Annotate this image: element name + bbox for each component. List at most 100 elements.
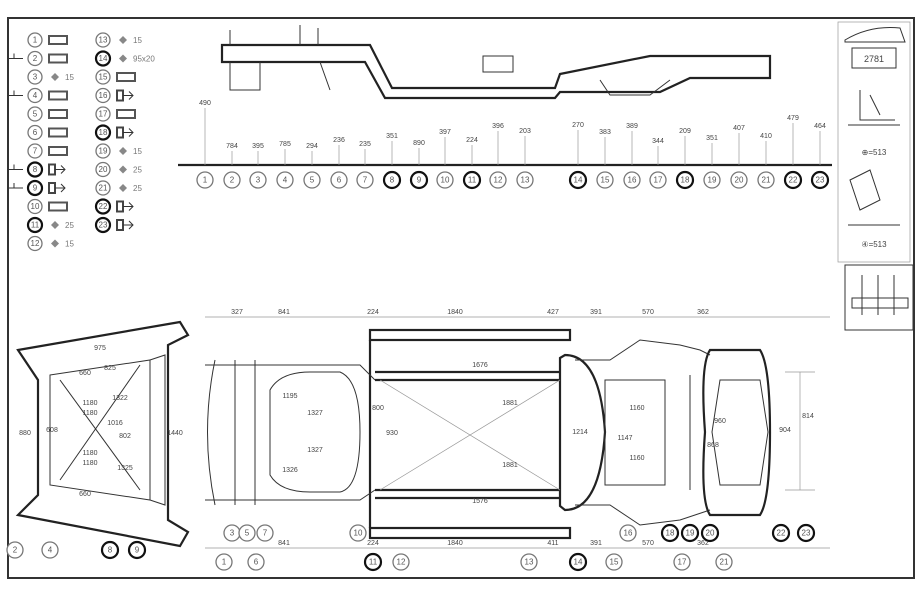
rear-dimension: 825 (104, 365, 116, 372)
rear-dimension: 1322 (112, 395, 128, 402)
marker-circle (27, 87, 43, 104)
marker-circle (27, 235, 43, 252)
marker-number: 6 (337, 176, 342, 185)
point-marker-6: 6 (247, 553, 265, 571)
nut-icon (116, 219, 124, 231)
marker-number: 16 (624, 529, 633, 538)
marker-number: 18 (681, 176, 690, 185)
marker-circle (27, 198, 43, 215)
marker-circle (810, 170, 830, 190)
marker-number: 20 (735, 176, 744, 185)
marker-number: 13 (521, 176, 530, 185)
bolt-icon (48, 53, 68, 64)
point-marker-3: 3 (27, 69, 43, 85)
point-marker-14: 14 (94, 50, 112, 67)
marker-circle (730, 171, 748, 189)
marker-number: 11 (31, 221, 40, 230)
marker-number: 2 (230, 176, 235, 185)
marker-number: 2 (33, 54, 38, 63)
legend-item-4: 4 (7, 87, 68, 104)
height-dimension: 224 (466, 137, 478, 144)
rear-dimension: 802 (119, 433, 131, 440)
marker-number: 17 (678, 558, 687, 567)
point-marker-19: 19 (703, 171, 721, 189)
rear-dimension: 1180 (82, 460, 97, 467)
marker-circle (26, 179, 44, 197)
ground-symbol (7, 90, 23, 96)
legend-item-9: 9 (7, 179, 66, 197)
height-dimension: 785 (279, 141, 291, 148)
marker-circle (95, 180, 111, 196)
legend-item-16: 16 (95, 87, 134, 104)
marker-number: 23 (802, 529, 811, 538)
marker-number: 15 (610, 558, 619, 567)
marker-number: 22 (99, 202, 108, 211)
marker-number: 21 (99, 184, 108, 193)
point-marker-17: 17 (95, 106, 111, 122)
legend-item-15: 15 (95, 69, 136, 85)
point-marker-2: 2 (27, 50, 43, 67)
marker-number: 12 (494, 176, 503, 185)
marker-circle (409, 170, 429, 190)
marker-number: 10 (31, 202, 40, 211)
point-marker-12: 12 (392, 553, 410, 571)
height-dimension: 344 (652, 138, 664, 145)
marker-circle (215, 553, 233, 571)
legend-item-18: 18 (94, 124, 134, 141)
marker-number: 10 (354, 529, 363, 538)
legend-item-5: 5 (27, 106, 68, 122)
marker-number: 21 (762, 176, 771, 185)
marker-circle (26, 161, 44, 178)
point-marker-19: 19 (680, 523, 700, 543)
top-dimension: 570 (642, 309, 654, 316)
top-dimension: 224 (367, 309, 379, 316)
top-dimension: 841 (278, 309, 290, 316)
marker-circle (673, 553, 691, 571)
rear-dimension: 1180 (82, 450, 97, 457)
height-dimension: 407 (733, 125, 745, 132)
height-dimension: 270 (572, 122, 584, 129)
marker-circle (95, 87, 111, 104)
marker-number: 4 (33, 91, 38, 100)
bolt-icon (48, 127, 68, 138)
point-marker-16: 16 (623, 171, 641, 189)
point-marker-9: 9 (409, 170, 429, 190)
point-marker-4: 4 (276, 171, 294, 189)
rear-dimension: 1180 (82, 400, 97, 407)
marker-number: 8 (33, 165, 38, 174)
height-dimension: 236 (333, 137, 345, 144)
point-marker-18: 18 (94, 124, 112, 141)
legend-item-7: 7 (27, 143, 68, 159)
point-marker-5: 5 (238, 524, 256, 542)
top-dimension: 327 (231, 309, 243, 316)
point-marker-21: 21 (757, 171, 775, 189)
plan-dimension: 1160 (629, 455, 644, 462)
point-marker-16: 16 (619, 524, 637, 542)
marker-circle (94, 50, 112, 67)
marker-circle (256, 524, 274, 542)
reference-height-2: ④=513 (861, 240, 887, 249)
marker-circle (675, 170, 695, 190)
marker-circle (249, 171, 267, 189)
height-dimension: 397 (439, 129, 451, 136)
top-dimension: 362 (697, 309, 709, 316)
point-marker-6: 6 (330, 171, 348, 189)
marker-number: 18 (99, 128, 108, 137)
plan-dimension: 1160 (629, 405, 644, 412)
rivet-icon (119, 54, 127, 63)
bottom-dimension: 391 (590, 540, 602, 547)
marker-circle (596, 171, 614, 189)
marker-number: 18 (666, 529, 675, 538)
marker-number: 15 (99, 73, 108, 82)
plan-dimension: 1676 (472, 362, 488, 369)
point-marker-20: 20 (730, 171, 748, 189)
marker-circle (27, 69, 43, 85)
height-dimension: 490 (199, 100, 211, 107)
rivet-icon (119, 36, 127, 44)
marker-circle (715, 553, 733, 571)
point-marker-2: 2 (223, 171, 241, 189)
point-marker-18: 18 (675, 170, 695, 190)
point-marker-1: 1 (215, 553, 233, 571)
marker-circle (127, 540, 147, 560)
